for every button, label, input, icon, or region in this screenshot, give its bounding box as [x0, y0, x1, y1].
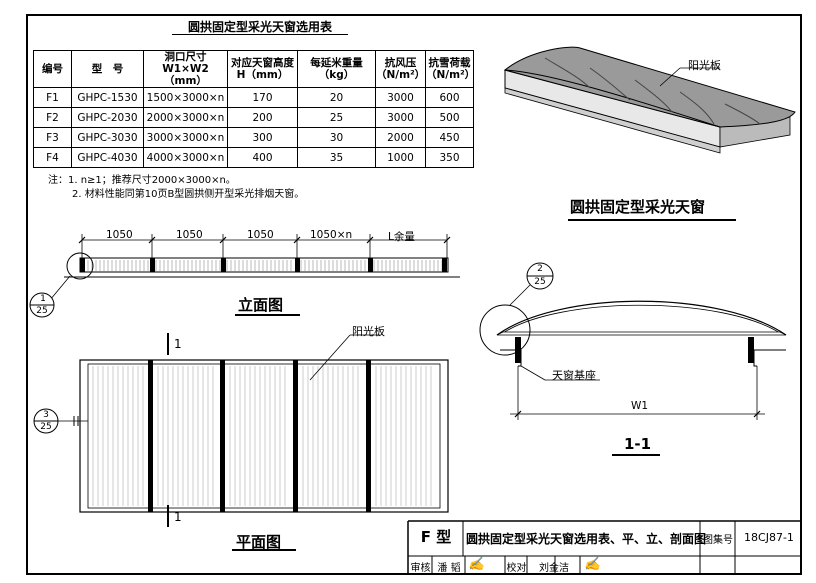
perspective-caption-underline — [568, 219, 736, 221]
detail-ref-number: 2 — [537, 264, 543, 274]
dim-label: 1050×n — [310, 229, 353, 241]
perspective-caption: 圆拱固定型采光天窗 — [570, 198, 706, 216]
perspective-skylight — [503, 46, 796, 154]
review-label: 审核 — [410, 563, 431, 574]
notes: 注：1. n≥1；推荐尺寸2000×3000×n。 2. 材料性能同第10页B型… — [48, 174, 304, 202]
dim-label: 1050 — [176, 229, 203, 241]
col-header: 抗雪荷载（N/m²） — [425, 50, 475, 88]
drawing-title: 圆拱固定型采光天窗选用表、平、立、剖面图 — [466, 532, 707, 546]
plan-callout: 阳光板 — [352, 325, 385, 338]
cell: 350 — [425, 147, 474, 168]
section-caption: 1-1 — [624, 435, 652, 453]
type-label: F 型 — [420, 528, 452, 546]
detail-ref-number: 3 — [43, 410, 49, 420]
cell: 400 — [227, 147, 298, 168]
title-underline — [172, 34, 348, 35]
title-block-lines — [407, 520, 802, 575]
cell: GHPC-3030 — [71, 127, 144, 148]
detail-ref-number: 1 — [40, 294, 46, 304]
cell: GHPC-1530 — [71, 87, 144, 108]
detail-ref-sheet: 25 — [534, 277, 546, 287]
section-mark-bottom: 1 — [174, 510, 182, 524]
base-label: 天窗基座 — [552, 369, 596, 382]
cell: 500 — [425, 107, 474, 128]
section-drawing — [479, 262, 787, 456]
plan-caption: 平面图 — [236, 533, 282, 551]
atlas-label: 图集号 — [703, 535, 733, 546]
dim-label: 1050 — [247, 229, 274, 241]
check-label: 校对 — [506, 563, 527, 574]
checker-name: 刘金洁 — [539, 563, 569, 574]
cell: GHPC-4030 — [71, 147, 144, 168]
atlas-number: 18CJ87-1 — [744, 531, 794, 544]
table-title: 圆拱固定型采光天窗选用表 — [187, 20, 332, 34]
detail-ref-sheet: 25 — [40, 422, 52, 432]
section-mark-top: 1 — [174, 337, 182, 351]
note-2: 2. 材料性能同第10页B型圆拱侧开型采光排烟天窗。 — [72, 189, 305, 200]
cell: 1000 — [375, 147, 426, 168]
elevation-caption: 立面图 — [238, 296, 284, 314]
cell: 35 — [297, 147, 376, 168]
elevation-drawing — [29, 234, 460, 318]
col-header: 每延米重量（kg） — [297, 50, 376, 88]
dim-label: L余量 — [388, 231, 415, 243]
detail-ref-sheet: 25 — [36, 306, 48, 316]
cell: 300 — [227, 127, 298, 148]
section-dim: W1 — [631, 400, 649, 412]
plan-drawing — [33, 333, 449, 551]
cell: 3000 — [375, 87, 426, 108]
sheet-frame — [26, 14, 802, 575]
reviewer-signature: ✍ — [468, 557, 485, 572]
col-header: 编号 — [33, 50, 72, 88]
perspective-callout: 阳光板 — [688, 59, 721, 72]
reviewer-name: 潘 韬 — [437, 563, 461, 574]
checker-signature: ✍ — [584, 557, 601, 572]
note-1: 注：1. n≥1；推荐尺寸2000×3000×n。 — [48, 175, 236, 186]
dim-label: 1050 — [106, 229, 133, 241]
